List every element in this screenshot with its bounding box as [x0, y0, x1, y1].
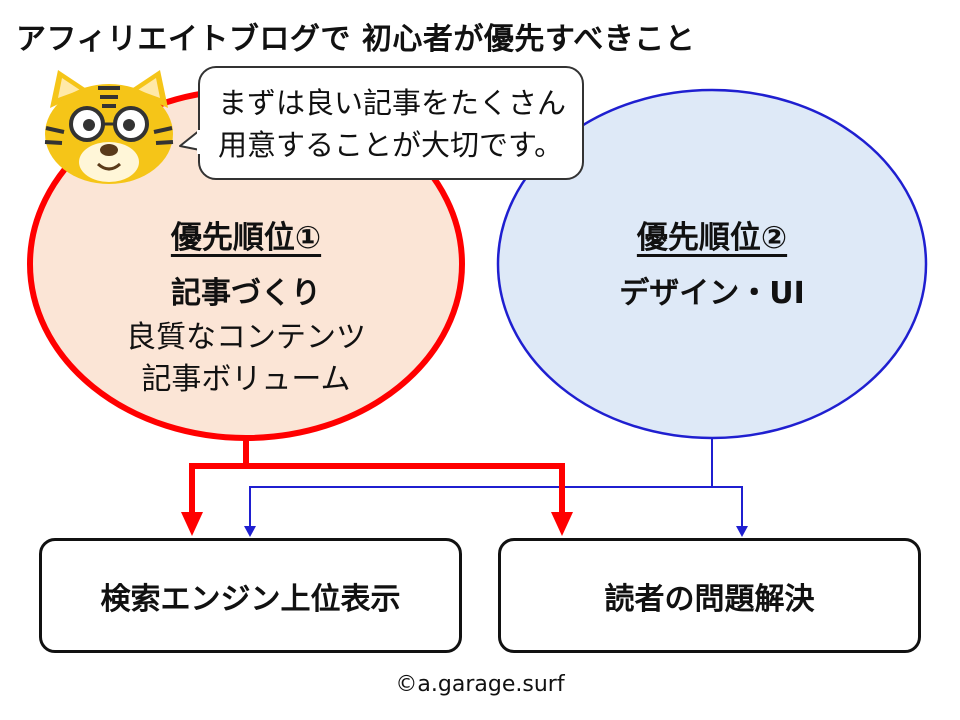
priority-2-heading: 優先順位②: [636, 220, 788, 256]
priority-1-content: 優先順位① 記事づくり 良質なコンテンツ 記事ボリューム: [48, 212, 444, 397]
outcome-seo-box: 検索エンジン上位表示: [39, 538, 462, 653]
priority-1-connector: [189, 440, 565, 514]
tiger-mascot-icon: [44, 70, 174, 184]
priority-1-topic: 記事づくり: [171, 276, 321, 311]
speech-bubble: まずは良い記事をたくさん 用意することが大切です。: [198, 66, 584, 180]
red-arrowhead-reader: [551, 512, 573, 536]
priority-2-topic: デザイン・UI: [619, 276, 805, 311]
priority-1-heading: 優先順位①: [170, 220, 322, 256]
outcome-seo-label: 検索エンジン上位表示: [100, 581, 401, 617]
page-title: アフィリエイトブログで 初心者が優先すべきこと: [16, 22, 696, 57]
speech-bubble-tail-cover: [197, 130, 205, 154]
speech-bubble-line-2: 用意することが大切です。: [218, 128, 564, 162]
priority-1-detail-2: 記事ボリューム: [141, 362, 351, 397]
blue-arrowhead-reader: [736, 526, 748, 537]
priority-1-detail-1: 良質なコンテンツ: [126, 320, 366, 355]
outcome-reader-label: 読者の問題解決: [604, 581, 815, 617]
red-arrowhead-seo: [181, 512, 203, 536]
blue-arrowhead-seo: [244, 526, 256, 537]
copyright-credit: ©a.garage.surf: [395, 672, 565, 697]
priority-2-content: 優先順位② デザイン・UI: [506, 212, 918, 312]
priority-2-connector: [249, 438, 743, 528]
outcome-reader-box: 読者の問題解決: [498, 538, 921, 653]
speech-bubble-line-1: まずは良い記事をたくさん: [218, 86, 567, 120]
